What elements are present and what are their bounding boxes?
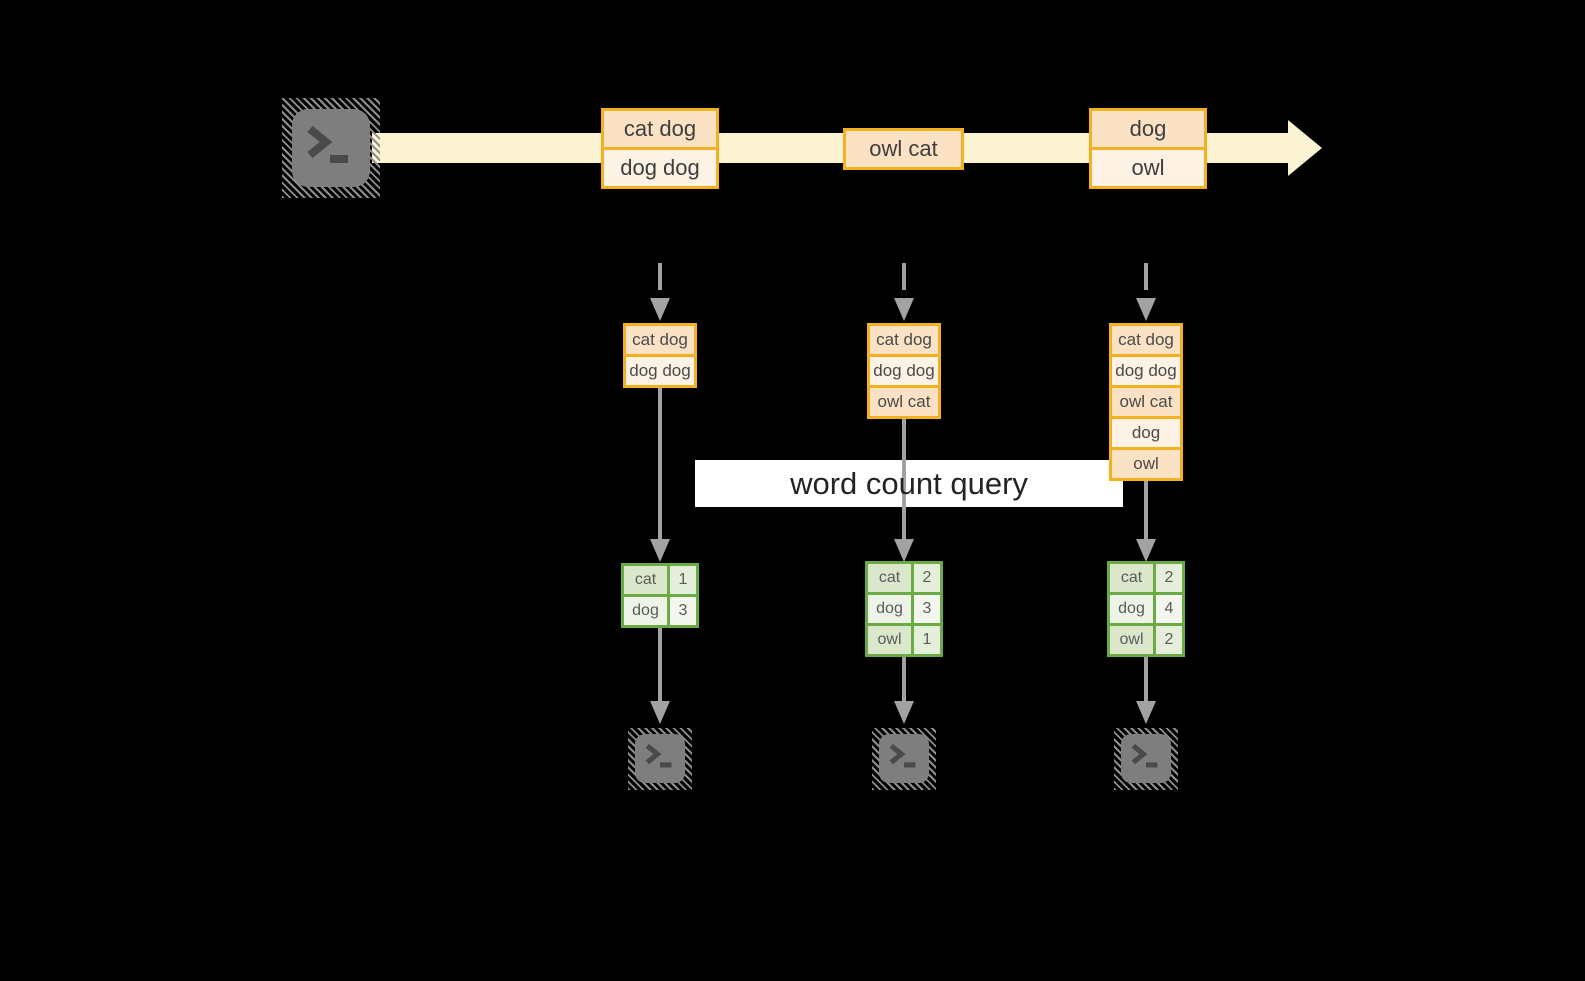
count-cell: 1 [667, 566, 696, 594]
input-row: dog dog [626, 354, 694, 385]
dashed-down-arrow-head-icon [650, 298, 670, 321]
stream-batch-1: cat dog dog dog [601, 108, 719, 189]
down-arrow-head-icon [650, 539, 670, 562]
down-arrow-head-icon [650, 701, 670, 724]
down-arrow-head-icon [894, 539, 914, 562]
word-cell: dog [868, 595, 911, 623]
sink-terminal-icon [628, 728, 692, 790]
dashed-down-arrow-icon [1144, 263, 1148, 290]
word-cell: cat [868, 564, 911, 592]
prompt-icon [645, 743, 672, 768]
dashed-down-arrow-icon [902, 263, 906, 290]
count-cell: 3 [667, 597, 696, 625]
word-cell: owl [1110, 626, 1153, 654]
source-terminal-icon [282, 98, 380, 198]
word-cell: cat [624, 566, 667, 594]
input-row: owl [1112, 447, 1180, 478]
stream-arrow-head-icon [1288, 120, 1322, 176]
table-row: cat 1 [624, 566, 696, 594]
query-label-background [695, 460, 1123, 507]
table-row: owl 1 [868, 623, 940, 654]
input-table-2: cat dog dog dog owl cat [867, 323, 941, 419]
table-row: cat 2 [1110, 564, 1182, 592]
down-arrow-icon [658, 628, 662, 702]
prompt-icon [889, 743, 916, 768]
table-row: dog 4 [1110, 592, 1182, 623]
input-row: dog dog [1112, 354, 1180, 385]
down-arrow-icon [1144, 657, 1148, 702]
input-row: dog dog [870, 354, 938, 385]
table-row: owl 2 [1110, 623, 1182, 654]
down-arrow-head-icon [894, 701, 914, 724]
batch-line: cat dog [604, 111, 716, 147]
table-row: dog 3 [868, 592, 940, 623]
sink-terminal-icon [1114, 728, 1178, 790]
word-cell: owl [868, 626, 911, 654]
dashed-down-arrow-head-icon [894, 298, 914, 321]
stream-batch-3: dog owl [1089, 108, 1207, 189]
count-cell: 3 [911, 595, 940, 623]
input-row: cat dog [870, 326, 938, 354]
input-row: owl cat [1112, 385, 1180, 416]
prompt-icon [307, 125, 348, 163]
down-arrow-icon [902, 417, 906, 541]
table-row: cat 2 [868, 564, 940, 592]
query-label: word count query [790, 465, 1028, 501]
word-cell: cat [1110, 564, 1153, 592]
word-cell: dog [624, 597, 667, 625]
input-row: owl cat [870, 385, 938, 416]
batch-line: dog dog [604, 147, 716, 186]
word-cell: dog [1110, 595, 1153, 623]
input-table-1: cat dog dog dog [623, 323, 697, 388]
terminal-square [292, 109, 370, 187]
stream-batch-2: owl cat [843, 128, 964, 170]
prompt-icon [1131, 743, 1158, 768]
sink-terminal-icon [872, 728, 936, 790]
down-arrow-icon [658, 386, 662, 541]
batch-line: owl [1092, 147, 1204, 186]
input-row: cat dog [1112, 326, 1180, 354]
batch-line: owl cat [846, 131, 961, 167]
result-table-2: cat 2 dog 3 owl 1 [865, 561, 943, 657]
count-cell: 1 [911, 626, 940, 654]
down-arrow-head-icon [1136, 539, 1156, 562]
terminal-square [1121, 734, 1171, 783]
terminal-square [635, 734, 685, 783]
result-table-3: cat 2 dog 4 owl 2 [1107, 561, 1185, 657]
count-cell: 2 [1153, 564, 1182, 592]
batch-line: dog [1092, 111, 1204, 147]
input-row: cat dog [626, 326, 694, 354]
count-cell: 2 [1153, 626, 1182, 654]
input-table-3: cat dog dog dog owl cat dog owl [1109, 323, 1183, 481]
down-arrow-head-icon [1136, 701, 1156, 724]
input-row: dog [1112, 416, 1180, 447]
down-arrow-icon [1144, 479, 1148, 541]
terminal-square [879, 734, 929, 783]
dashed-down-arrow-head-icon [1136, 298, 1156, 321]
dashed-down-arrow-icon [658, 263, 662, 290]
count-cell: 4 [1153, 595, 1182, 623]
table-row: dog 3 [624, 594, 696, 625]
count-cell: 2 [911, 564, 940, 592]
down-arrow-icon [902, 657, 906, 702]
result-table-1: cat 1 dog 3 [621, 563, 699, 628]
